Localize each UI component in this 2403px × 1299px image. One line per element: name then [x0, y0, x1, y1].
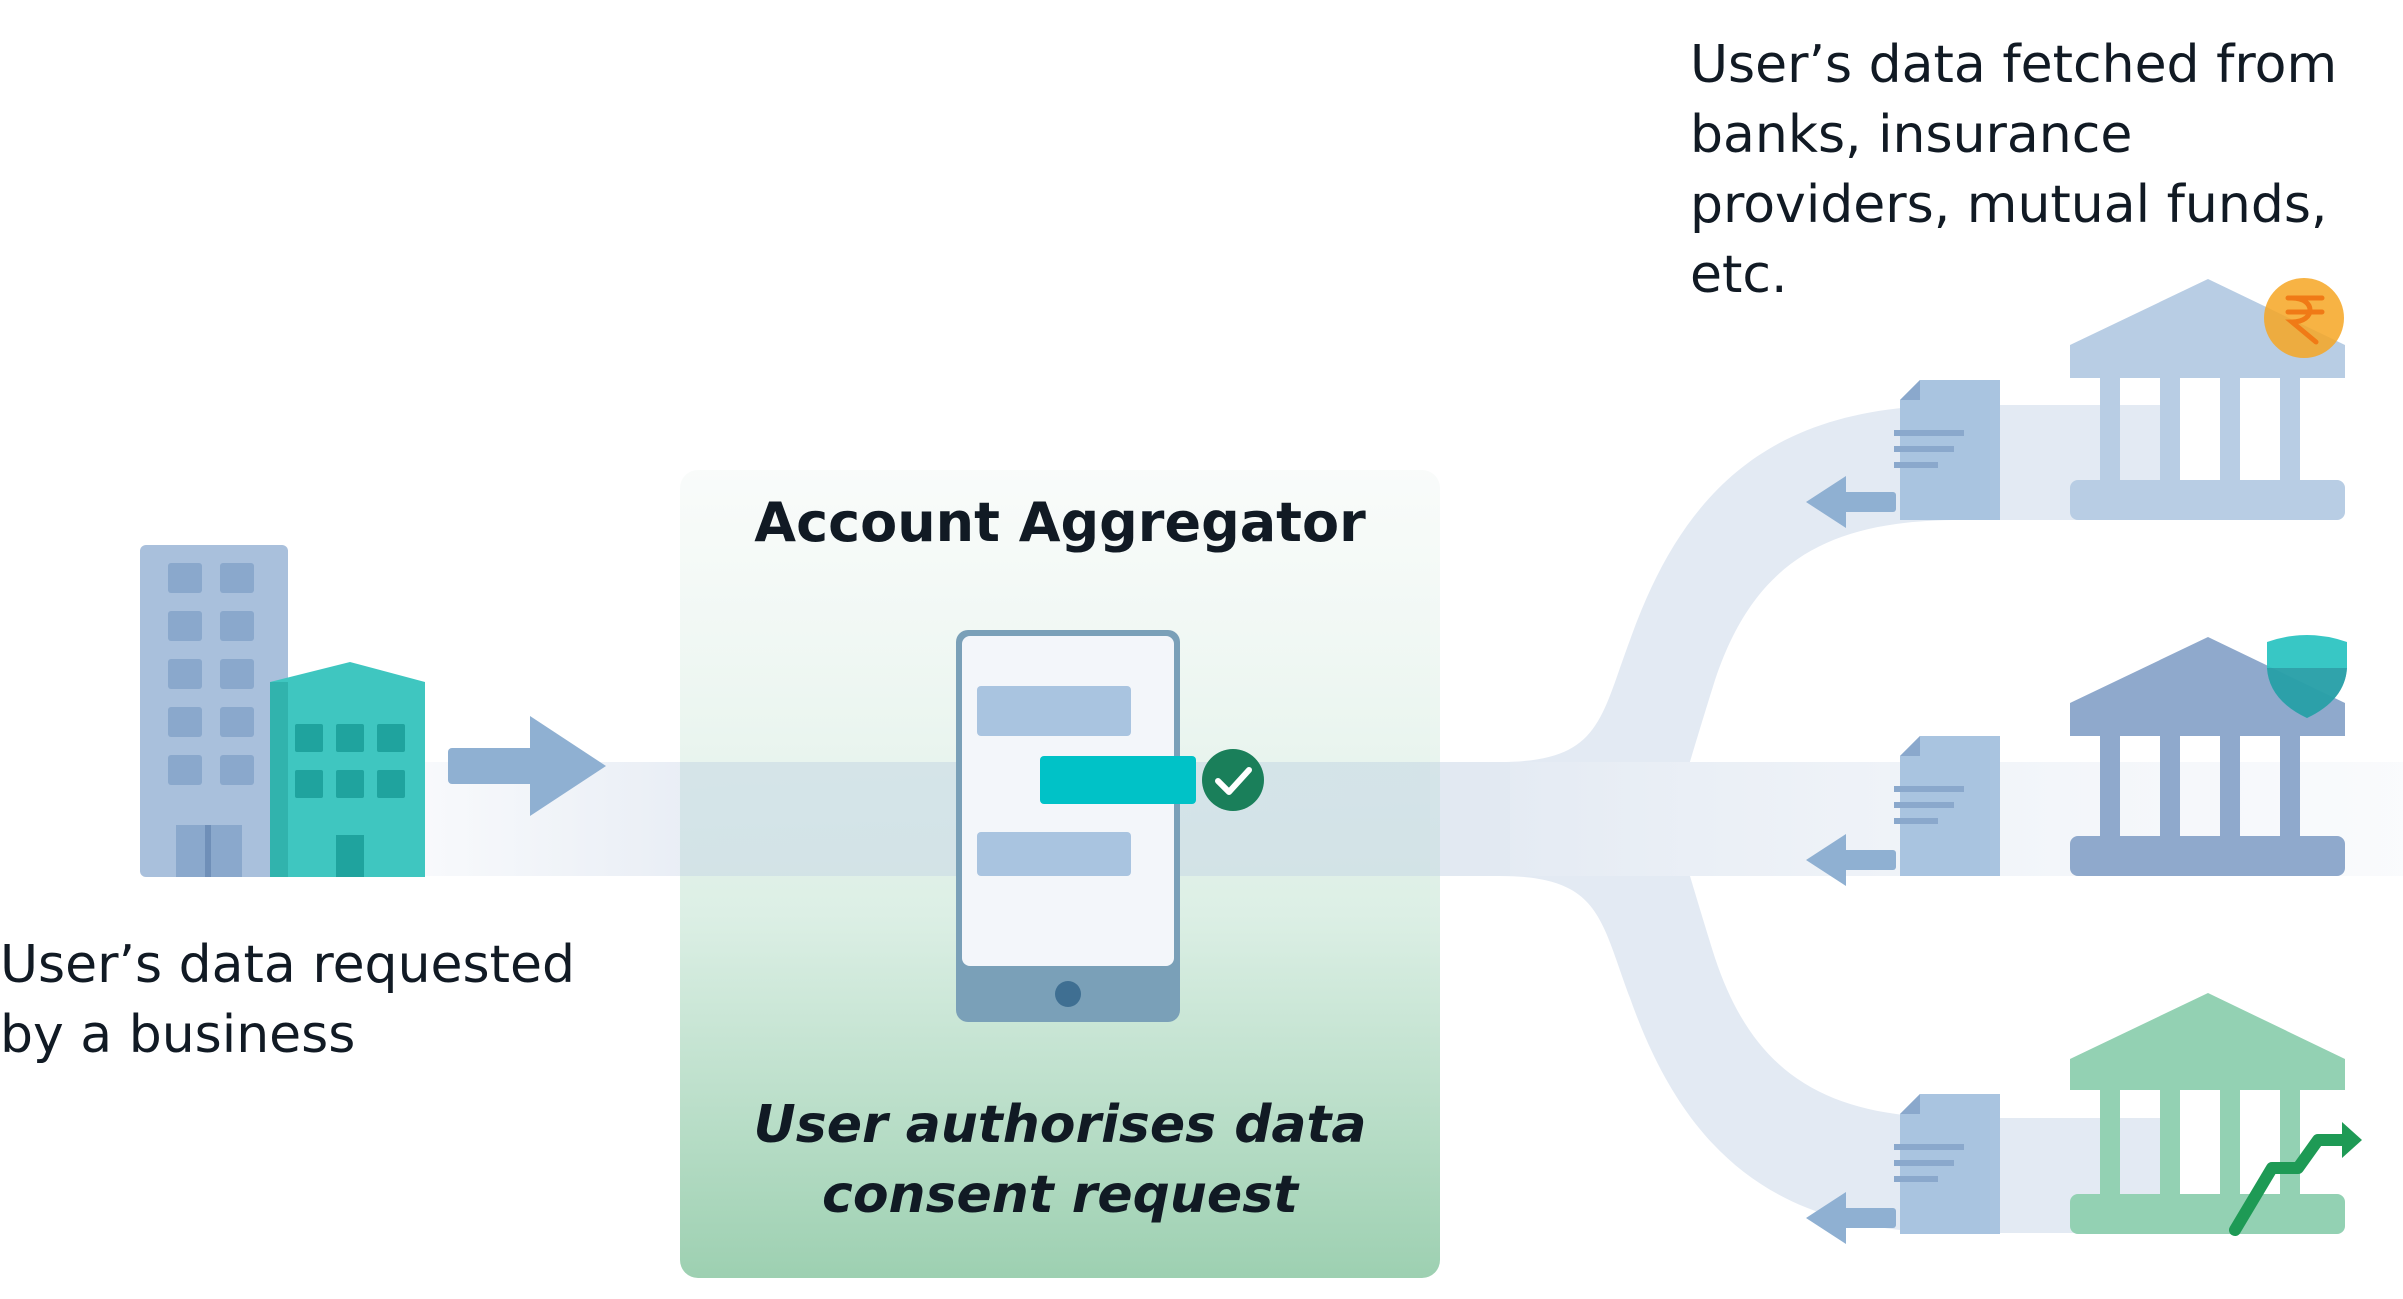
- requester-label: User’s data requested by a business: [0, 935, 575, 1065]
- bank-with-growth-arrow-icon: [2070, 993, 2362, 1236]
- arrow-left-icon: [1806, 834, 1896, 886]
- aggregator-title: Account Aggregator: [754, 491, 1366, 554]
- smartphone-icon: [956, 630, 1180, 1022]
- arrow-right-icon: [448, 716, 606, 816]
- check-circle-icon: [1202, 749, 1264, 811]
- bank-with-rupee-coin-icon: [2070, 278, 2345, 520]
- aggregator-caption: User authorises data consent request: [753, 1095, 1367, 1225]
- consent-bar: [1040, 756, 1196, 804]
- document-icon: [1894, 736, 2000, 876]
- arrow-left-icon: [1806, 476, 1896, 528]
- office-buildings-icon: [140, 545, 425, 877]
- document-icon: [1894, 1094, 2000, 1234]
- providers-label: User’s data fetched from banks, insuranc…: [1690, 35, 2338, 305]
- arrow-left-icon: [1806, 1192, 1896, 1244]
- document-icon: [1894, 380, 2000, 520]
- bank-with-shield-icon: [2070, 635, 2347, 876]
